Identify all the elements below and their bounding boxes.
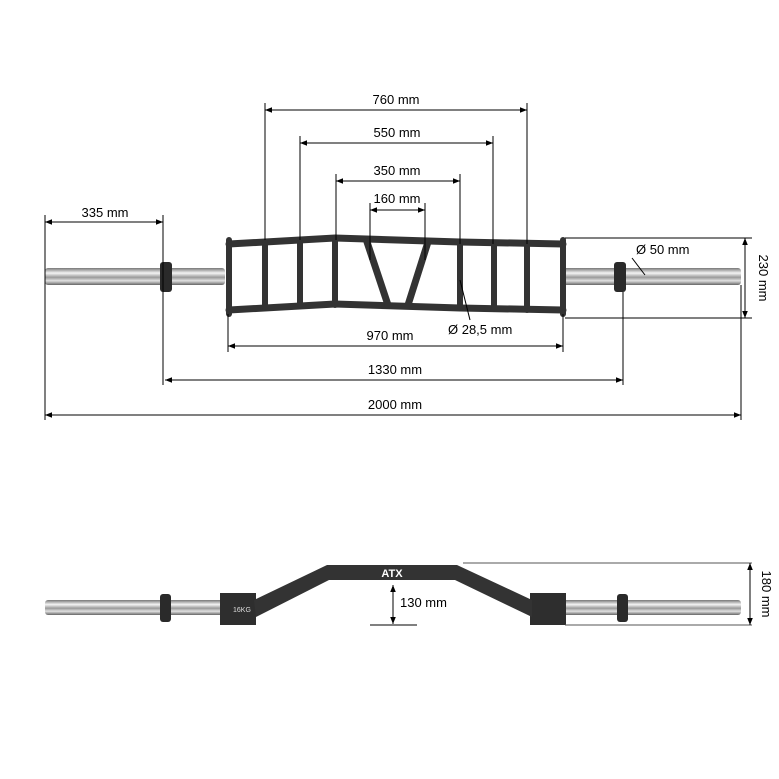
dim-160: 160 mm — [374, 191, 421, 206]
side-right-sleeve — [560, 600, 741, 615]
dim-1330: 1330 mm — [368, 362, 422, 377]
dim-350: 350 mm — [374, 163, 421, 178]
dim-550: 550 mm — [374, 125, 421, 140]
dim-760: 760 mm — [373, 92, 420, 107]
sleeve-diameter-label: Ø 50 mm — [636, 242, 689, 257]
left-collar — [160, 262, 172, 292]
grip-diameter-label: Ø 28,5 mm — [448, 322, 512, 337]
top-view-dimensions: 760 mm 550 mm 350 mm 160 mm 335 mm 970 m… — [44, 92, 771, 420]
dim-130: 130 mm — [400, 595, 447, 610]
side-right-collar — [617, 594, 628, 622]
dim-335: 335 mm — [82, 205, 129, 220]
dim-970: 970 mm — [367, 328, 414, 343]
dim-230: 230 mm — [756, 255, 771, 302]
top-view-bar — [45, 234, 741, 317]
dim-180: 180 mm — [759, 571, 774, 618]
right-collar — [614, 262, 626, 292]
side-view-dimensions: 130 mm 180 mm — [370, 562, 774, 626]
weight-label: 16KG — [233, 607, 251, 614]
brand-logo: ATX — [381, 568, 403, 580]
dim-2000: 2000 mm — [368, 397, 422, 412]
side-left-sleeve — [45, 600, 225, 615]
side-left-collar — [160, 594, 171, 622]
bent-handle — [254, 565, 532, 617]
right-sleeve — [563, 268, 741, 285]
side-view-bar: ATX 16KG — [45, 565, 741, 625]
grip-frame — [225, 234, 567, 317]
left-sleeve — [45, 268, 225, 285]
